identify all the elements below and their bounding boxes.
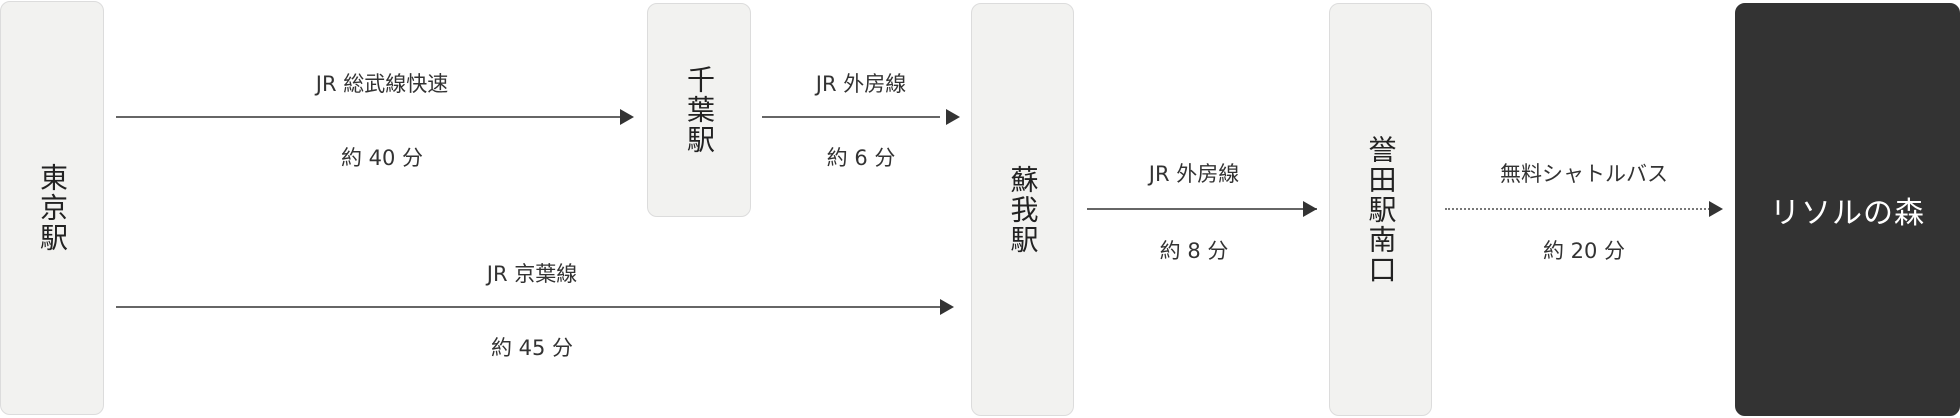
route-arrow-line (1087, 208, 1317, 210)
route-line-label: JR 京葉線 (486, 262, 578, 286)
route-time-label: 約 6 分 (826, 146, 896, 170)
route-time-label: 約 20 分 (1542, 239, 1626, 263)
route-arrow-line-dashed (1445, 208, 1710, 210)
arrow-head-icon (946, 109, 960, 125)
station-label: 誉田駅南口 (1364, 134, 1398, 285)
arrow-head-icon (620, 109, 634, 125)
destination-resol-no-mori: リソルの森 (1735, 3, 1960, 416)
station-label: 蘇我駅 (1006, 164, 1040, 255)
route-line-label: 無料シャトルバス (1500, 162, 1668, 186)
route-time-label: 約 8 分 (1159, 239, 1229, 263)
station-soga: 蘇我駅 (971, 3, 1074, 416)
route-line-label: JR 外房線 (815, 72, 907, 96)
station-tokyo: 東京駅 (0, 1, 104, 415)
route-time-label: 約 40 分 (340, 146, 424, 170)
station-honda-south-exit: 誉田駅南口 (1329, 3, 1432, 416)
station-chiba: 千葉駅 (647, 3, 751, 217)
route-time-label: 約 45 分 (490, 336, 574, 360)
route-line-label: JR 総武線快速 (315, 72, 449, 96)
station-label: 千葉駅 (683, 65, 716, 155)
route-arrow-line (762, 116, 940, 118)
arrow-head-icon (1303, 201, 1317, 217)
route-arrow-line (116, 306, 940, 308)
station-label: 東京駅 (36, 163, 69, 253)
route-arrow-line (116, 116, 620, 118)
arrow-head-icon (940, 299, 954, 315)
route-line-label: JR 外房線 (1148, 162, 1240, 186)
destination-label: リソルの森 (1770, 195, 1925, 231)
arrow-head-icon (1709, 201, 1723, 217)
